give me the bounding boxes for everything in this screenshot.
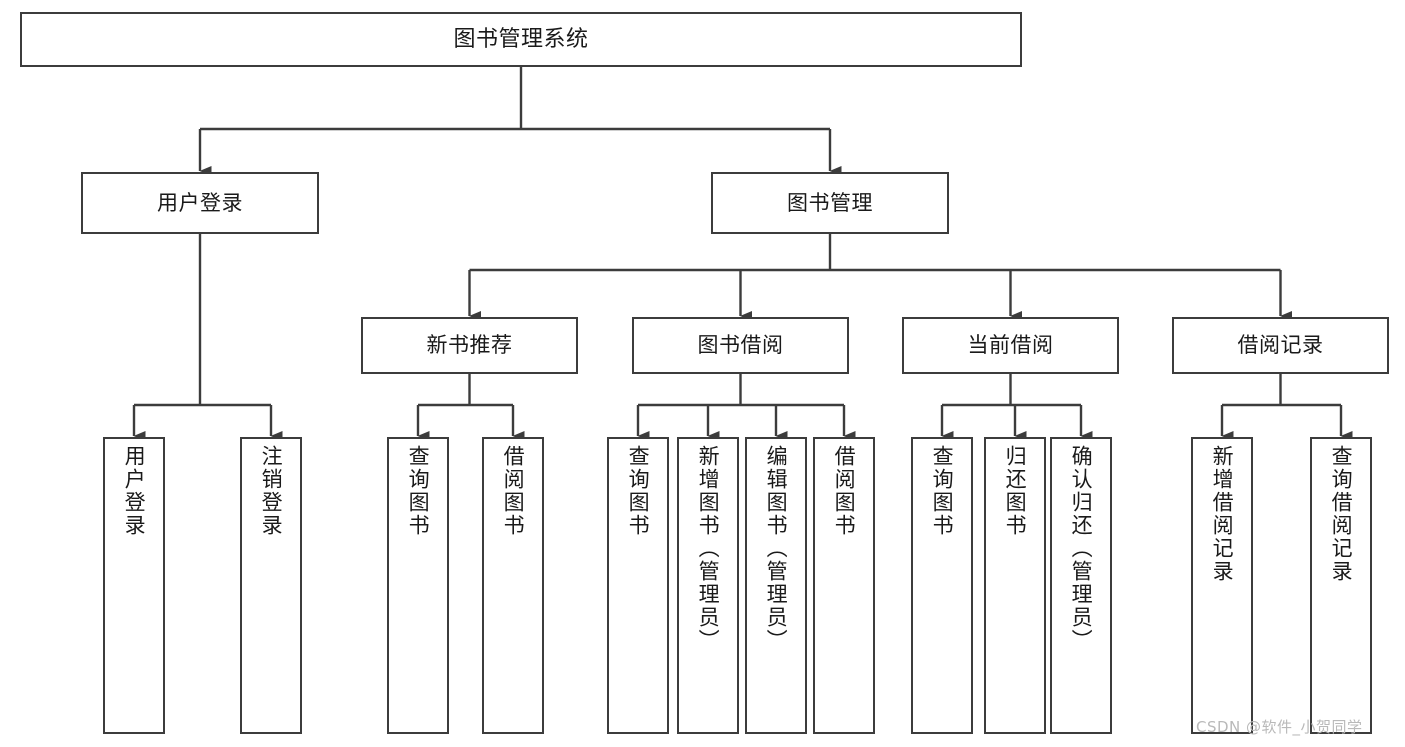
node-label: 查询借阅记录 — [1329, 445, 1354, 583]
node-borrow-record[interactable]: 借阅记录 — [1172, 317, 1389, 374]
node-label: 用户登录 — [122, 445, 147, 537]
node-new-book-recommend[interactable]: 新书推荐 — [361, 317, 578, 374]
node-label: 查询图书 — [406, 445, 431, 537]
node-label: 借阅图书 — [832, 445, 857, 537]
node-user-login[interactable]: 用户登录 — [81, 172, 319, 234]
node-leaf-edit-book-admin[interactable]: 编辑图书（管理员） — [745, 437, 807, 734]
node-leaf-query-book-1[interactable]: 查询图书 — [387, 437, 449, 734]
node-label: 当前借阅 — [967, 333, 1054, 358]
node-leaf-query-borrow-record[interactable]: 查询借阅记录 — [1310, 437, 1372, 734]
node-label: 注销登录 — [259, 445, 284, 537]
node-label: 图书借阅 — [697, 333, 784, 358]
node-book-manage[interactable]: 图书管理 — [711, 172, 949, 234]
node-label: 确认归还（管理员） — [1069, 445, 1094, 652]
node-label: 查询图书 — [930, 445, 955, 537]
csdn-watermark: CSDN @软件_小贺同学 — [1196, 718, 1363, 736]
node-label: 新书推荐 — [426, 333, 513, 358]
node-leaf-query-book-2[interactable]: 查询图书 — [607, 437, 669, 734]
node-label: 查询图书 — [626, 445, 651, 537]
node-leaf-add-borrow-record[interactable]: 新增借阅记录 — [1191, 437, 1253, 734]
node-label: 新增图书（管理员） — [696, 445, 721, 652]
node-label: 编辑图书（管理员） — [764, 445, 789, 652]
node-label: 借阅图书 — [501, 445, 526, 537]
node-leaf-return-book[interactable]: 归还图书 — [984, 437, 1046, 734]
node-label: 用户登录 — [157, 190, 243, 215]
node-current-borrow[interactable]: 当前借阅 — [902, 317, 1119, 374]
node-leaf-add-book-admin[interactable]: 新增图书（管理员） — [677, 437, 739, 734]
node-leaf-confirm-return-admin[interactable]: 确认归还（管理员） — [1050, 437, 1112, 734]
node-label: 图书管理系统 — [453, 26, 589, 52]
node-label: 图书管理 — [787, 190, 873, 215]
node-leaf-user-logout[interactable]: 注销登录 — [240, 437, 302, 734]
node-label: 新增借阅记录 — [1210, 445, 1235, 583]
node-book-borrow[interactable]: 图书借阅 — [632, 317, 849, 374]
node-leaf-borrow-book-2[interactable]: 借阅图书 — [813, 437, 875, 734]
node-label: 归还图书 — [1003, 445, 1028, 537]
node-leaf-user-login[interactable]: 用户登录 — [103, 437, 165, 734]
node-label: 借阅记录 — [1237, 333, 1324, 358]
node-root[interactable]: 图书管理系统 — [20, 12, 1022, 67]
node-leaf-borrow-book-1[interactable]: 借阅图书 — [482, 437, 544, 734]
node-leaf-query-book-3[interactable]: 查询图书 — [911, 437, 973, 734]
